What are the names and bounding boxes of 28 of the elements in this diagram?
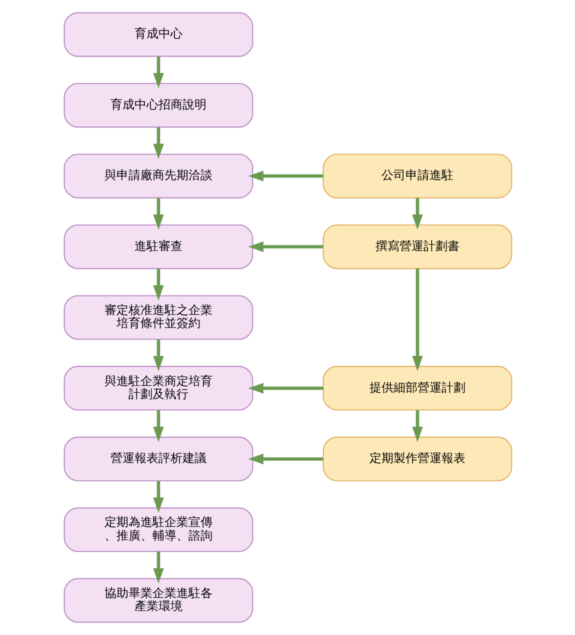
node-box: 與申請廠商先期洽談 [63, 154, 253, 198]
arrow [152, 481, 164, 513]
node-box: 定期為進駐企業宣傳、推廣、輔導、諮詢 [63, 507, 253, 552]
node-box: 育成中心招商說明 [63, 82, 253, 128]
node-box: 與進駐企業商定培育計劃及執行 [63, 366, 253, 411]
node-box: 提供細部營運計劃 [322, 366, 512, 411]
arrow [152, 56, 164, 88]
arrow [248, 382, 323, 394]
node-box: 營運報表評析建議 [63, 436, 253, 482]
node-box: 協助畢業企業進駐各產業環境 [63, 578, 253, 623]
arrow [152, 340, 164, 372]
node-box: 審定核准進駐之企業培育條件並簽約 [63, 295, 253, 340]
node-box: 進駐審查 [63, 224, 253, 270]
arrow [152, 268, 164, 301]
arrow [412, 198, 422, 230]
node-box: 定期製作營運報表 [322, 436, 512, 482]
arrow [248, 241, 323, 252]
arrow [152, 198, 164, 230]
arrow [412, 410, 422, 442]
arrow [248, 454, 323, 464]
arrow [152, 127, 164, 160]
node-box: 育成中心 [63, 12, 253, 57]
node-box: 公司申請進駐 [322, 154, 512, 198]
arrow [152, 552, 164, 584]
arrow [248, 170, 323, 182]
arrow [152, 410, 164, 442]
node-box: 撰寫營運計劃書 [322, 224, 512, 270]
arrow [412, 268, 422, 372]
